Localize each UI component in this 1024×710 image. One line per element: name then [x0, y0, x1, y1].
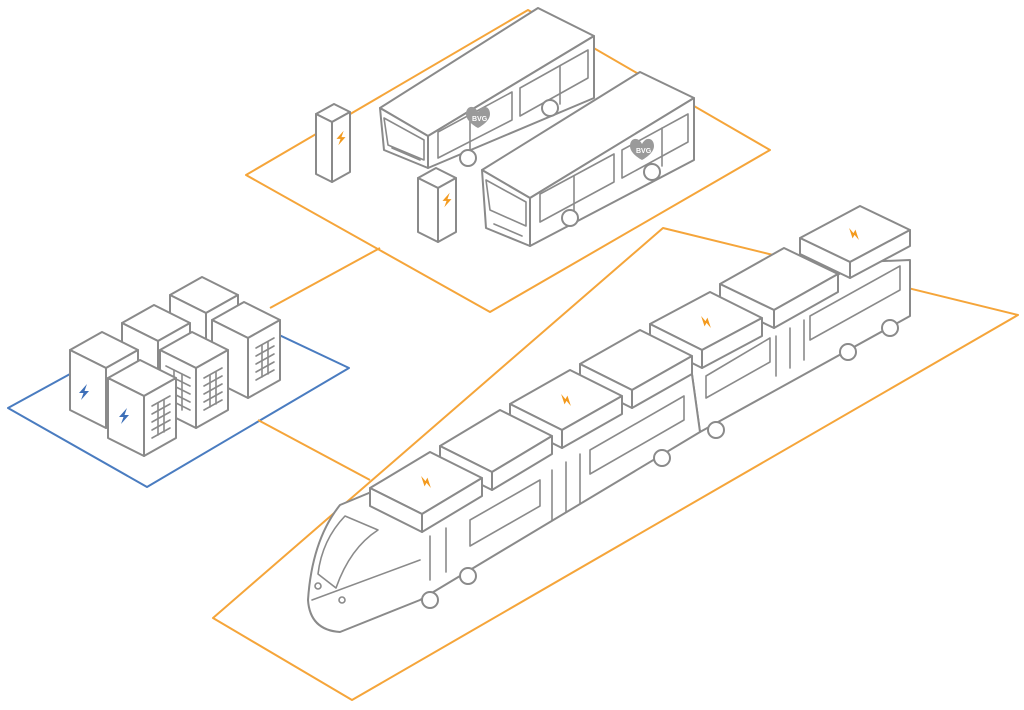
- bus-charging-station: [417, 167, 457, 243]
- bus-charging-station: [315, 103, 351, 183]
- heart-logo-icon: [466, 106, 490, 128]
- link-storage-to-bus-depot: [269, 247, 381, 309]
- battery-unit: [211, 301, 281, 399]
- electric-bus: BVG: [379, 7, 595, 169]
- train-platform: [212, 227, 1019, 701]
- bus-logo-text: BVG: [636, 148, 652, 155]
- battery-storage-cluster: [69, 276, 281, 457]
- bus-depot-platform: [245, 9, 771, 313]
- roof-battery-box: [799, 205, 911, 279]
- roof-battery-box: [369, 451, 483, 533]
- bus-logo-text: BVG: [472, 116, 488, 123]
- battery-unit: [107, 359, 177, 457]
- roof-battery-box: [719, 247, 839, 329]
- electric-train: [307, 205, 911, 633]
- heart-logo-icon: [630, 138, 654, 160]
- electric-bus: BVG: [481, 71, 695, 247]
- train-front-car: [307, 359, 701, 633]
- link-storage-to-train: [257, 419, 371, 481]
